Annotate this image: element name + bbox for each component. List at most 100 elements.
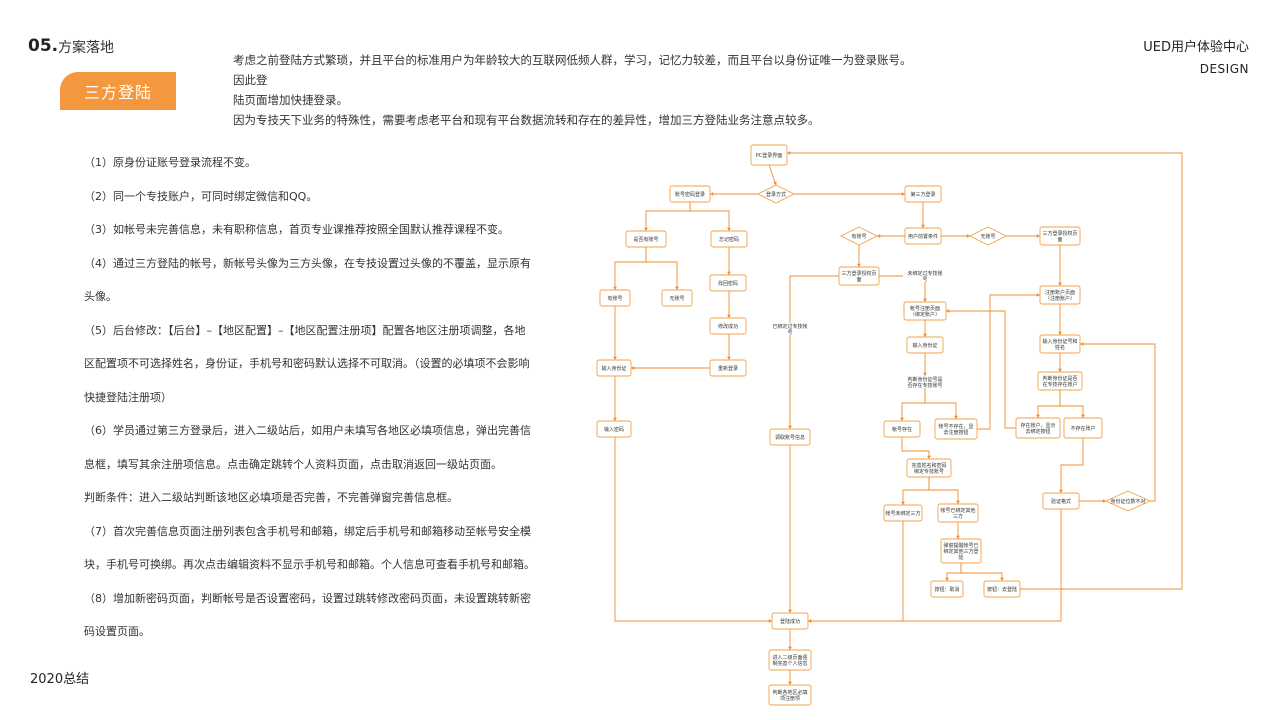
flow-box — [1042, 492, 1080, 510]
flow-node-text: 号 — [787, 330, 792, 336]
flow-node-text: 面 — [1057, 237, 1062, 243]
flow-edge — [614, 247, 647, 290]
flow-node-text: 三方登录授权页 — [841, 270, 876, 277]
flow-node-n16: 帐号注册页面（绑定账户） — [903, 301, 947, 321]
flow-arrowhead — [788, 681, 792, 685]
flow-node-text: 否存在专技账号 — [907, 382, 942, 389]
section-title: 方案落地 — [58, 40, 114, 56]
flow-arrowhead — [901, 192, 905, 196]
note-line: （6）学员通过第三方登录后，进入二级站后，如用户未填写各地区必填项信息，弹出完善… — [84, 424, 531, 437]
flow-arrowhead — [877, 234, 881, 238]
flow-node-d2: 有账号 — [839, 226, 879, 246]
note-line: （2）同一个专技账户，可同时绑定微信和QQ。 — [84, 189, 318, 203]
flow-box — [1039, 285, 1081, 305]
flow-node-text: 判断各地区必填 — [772, 689, 807, 696]
flow-arrowhead — [900, 417, 904, 421]
flow-node-n17: 输入身份证 — [906, 336, 944, 354]
flow-node-d1: 登录方式 — [756, 184, 796, 204]
flow-arrowhead — [923, 372, 927, 376]
flow-box — [769, 428, 811, 446]
flow-node-text: 输入身份证号和 — [1042, 338, 1077, 345]
flow-node-text: 制完善个人信息 — [772, 660, 807, 667]
flow-label-bg — [768, 323, 812, 335]
flow-edge — [901, 437, 930, 459]
flow-arrowhead — [727, 271, 731, 275]
flow-node-text: 按钮：去登陆 — [987, 586, 1017, 593]
flow-box — [709, 359, 747, 377]
flow-arrowhead — [787, 151, 791, 155]
flow-node-text: 调取账号信息 — [775, 434, 805, 441]
flow-node-text: 输入身份证 — [601, 365, 626, 372]
flow-edge — [808, 509, 1062, 622]
flow-edge — [928, 477, 959, 504]
flow-arrowhead — [946, 309, 950, 313]
flow-arrowhead — [923, 333, 927, 337]
intro-line: 因为专技天下业务的特殊性，需要考虑老平台和现有平台数据流转和存在的差异性，增加三… — [233, 113, 820, 127]
flow-node-text: 不存在账户 — [1070, 425, 1095, 432]
flow-node-n6: 有账号 — [599, 289, 631, 307]
flow-node-text: 输入身份证 — [912, 342, 937, 349]
flow-box — [596, 359, 632, 377]
note-line: 快捷登陆注册项） — [84, 390, 172, 404]
flow-box — [768, 649, 812, 671]
flow-arrowhead — [945, 577, 949, 581]
flow-node-text: 输入密码 — [604, 426, 624, 433]
flow-box — [940, 538, 982, 564]
flow-node-text: 进入二级页面强 — [772, 654, 807, 661]
flow-arrowhead — [631, 366, 635, 370]
flow-decision — [1104, 490, 1152, 512]
flow-node-text: 号 — [922, 277, 927, 283]
flow-node-n27: 注册账户页面（注册账户） — [1039, 285, 1081, 305]
flow-node-n8: 找回密码 — [709, 274, 747, 292]
flow-node-text: 面 — [856, 277, 861, 283]
flow-decision — [968, 226, 1008, 246]
flow-arrowhead — [954, 415, 958, 419]
flow-node-text: 帐号存在 — [892, 426, 912, 433]
flow-edge — [1059, 390, 1084, 418]
flow-node-text: 三方 — [953, 513, 963, 520]
flow-edge — [614, 437, 772, 622]
flow-node-text: 按钮：取消 — [934, 586, 959, 593]
flow-node-text: 登录方式 — [766, 191, 786, 198]
intro-line: 考虑之前登陆方式繁琐，并且平台的标准用户为年龄较大的互联网低频人群，学习，记忆力… — [233, 53, 912, 87]
flow-box — [710, 230, 748, 248]
flow-arrowhead — [1081, 414, 1085, 418]
flow-node-n5: 忘记密码 — [710, 230, 748, 248]
topic-tag: 三方登陆 — [60, 72, 176, 110]
flow-arrowhead — [1000, 577, 1004, 581]
flow-node-text: 忘记密码 — [719, 236, 739, 243]
flow-node-text: 有账号 — [607, 295, 622, 302]
note-line: （4）通过三方登陆的帐号，新帐号头像为三方头像，在专技设置过头像的不覆盖，显示原… — [84, 256, 531, 270]
flow-node-text: 在专技存在账户 — [1042, 381, 1077, 388]
flow-edge — [789, 275, 839, 429]
flow-edge — [768, 164, 777, 186]
flow-arrowhead — [613, 286, 617, 290]
flow-node-n9: 修改成功 — [709, 317, 747, 335]
flow-edge — [645, 202, 691, 231]
flow-arrowhead — [923, 298, 927, 302]
flow-box — [883, 504, 923, 522]
flow-edge — [946, 563, 962, 581]
flow-node-text: 验证格式 — [1051, 498, 1071, 505]
flow-node-text: 绑定专技账号 — [914, 468, 944, 475]
flow-node-text: 注册账户页面 — [1045, 289, 1075, 296]
flow-arrowhead — [1036, 293, 1040, 297]
flow-node-text: 是否有账号 — [633, 236, 658, 243]
flow-node-text: 绑定其他三方登 — [943, 548, 978, 555]
flow-arrowhead — [613, 356, 617, 360]
flow-arrowhead — [1036, 234, 1040, 238]
flow-node-text: 帐号不存在，显 — [938, 423, 973, 430]
flow-arrowhead — [613, 417, 617, 421]
flow-edge — [902, 477, 930, 505]
flow-box — [983, 580, 1021, 598]
flow-box — [661, 289, 693, 307]
flow-node-text: 有账号 — [851, 233, 866, 240]
note-line: （7）首次完善信息页面注册列表包含手机号和邮箱，绑定后手机号和邮箱移动至帐号安全… — [84, 524, 531, 538]
flow-box — [906, 336, 944, 354]
